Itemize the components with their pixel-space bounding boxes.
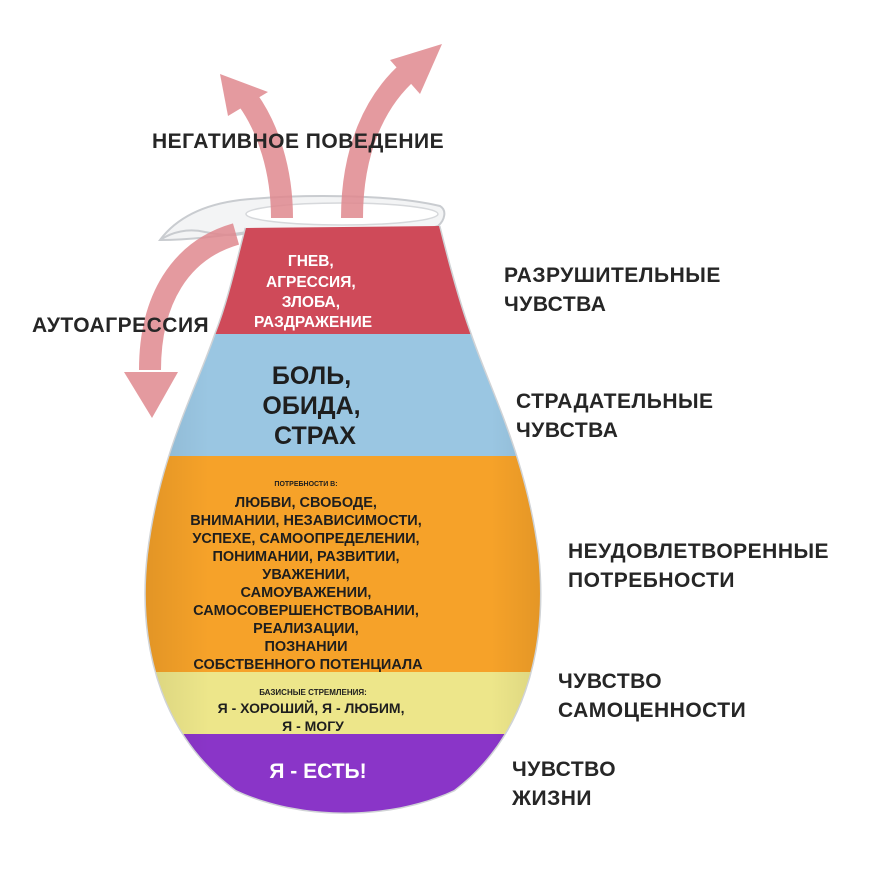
basic-title: БАЗИСНЫЕ СТРЕМЛЕНИЯ: (259, 688, 367, 697)
basic-line: Я - МОГУ (282, 718, 344, 734)
needs-line: САМОУВАЖЕНИИ, (241, 585, 372, 601)
pain-text: БОЛЬ, ОБИДА, СТРАХ (262, 362, 367, 450)
suffering-line: СТРАДАТЕЛЬНЫЕ (516, 390, 714, 413)
jug-spout (159, 229, 249, 241)
self-worth-line: САМОЦЕННОСТИ (558, 699, 746, 722)
needs-line: ЛЮБВИ, СВОБОДЕ, (235, 495, 377, 511)
needs-line: УСПЕХЕ, САМООПРЕДЕЛЕНИИ, (192, 531, 419, 547)
band-texts: ГНЕВ, АГРЕССИЯ, ЗЛОБА, РАЗДРАЖЕНИЕ БОЛЬ,… (190, 253, 426, 783)
needs-line: ВНИМАНИИ, НЕЗАВИСИМОСТИ, (190, 513, 422, 529)
anger-line: ГНЕВ, (288, 253, 334, 270)
life-label: ЧУВСТВО ЖИЗНИ (511, 758, 622, 810)
negative-behavior-label: НЕГАТИВНОЕ ПОВЕДЕНИЕ (152, 130, 444, 153)
destructive-line: РАЗРУШИТЕЛЬНЫЕ (504, 264, 721, 287)
needs-title: ПОТРЕБНОСТИ В: (274, 481, 337, 488)
self-worth-label: ЧУВСТВО САМОЦЕННОСТИ (558, 670, 746, 722)
arrow-up-right-icon (341, 61, 418, 219)
pain-line: БОЛЬ, (272, 362, 351, 390)
needs-line: ПОЗНАНИИ (264, 639, 347, 655)
anger-line: РАЗДРАЖЕНИЕ (254, 314, 372, 331)
basic-text: Я - ХОРОШИЙ, Я - ЛЮБИМ, Я - МОГУ (218, 699, 409, 734)
life-line: ЖИЗНИ (511, 787, 592, 810)
arrow-down-left-head (124, 372, 178, 418)
pain-line: ОБИДА, (262, 392, 360, 420)
destructive-label: РАЗРУШИТЕЛЬНЫЕ ЧУВСТВА (504, 264, 727, 316)
pain-line: СТРАХ (274, 422, 356, 450)
arrows (124, 44, 442, 418)
needs-line: РЕАЛИЗАЦИИ, (253, 621, 359, 637)
suffering-label: СТРАДАТЕЛЬНЫЕ ЧУВСТВА (516, 390, 720, 442)
suffering-line: ЧУВСТВА (516, 419, 618, 442)
anger-line: ЗЛОБА, (282, 294, 340, 311)
needs-line: ПОНИМАНИИ, РАЗВИТИИ, (212, 549, 399, 565)
needs-line: УВАЖЕНИИ, (262, 567, 349, 583)
needs-line: СОБСТВЕННОГО ПОТЕНЦИАЛА (193, 657, 423, 673)
unmet-needs-label: НЕУДОВЛЕТВОРЕННЫЕ ПОТРЕБНОСТИ (568, 540, 835, 592)
unmet-needs-line: НЕУДОВЛЕТВОРЕННЫЕ (568, 540, 829, 563)
existence-text: Я - ЕСТЬ! (269, 760, 366, 783)
arrow-up-left-head (220, 74, 268, 116)
arrow-down-left-icon (139, 223, 240, 371)
side-labels: НЕГАТИВНОЕ ПОВЕДЕНИЕ АУТОАГРЕССИЯ РАЗРУШ… (32, 130, 835, 810)
destructive-line: ЧУВСТВА (504, 293, 606, 316)
anger-line: АГРЕССИЯ, (266, 274, 356, 291)
arrow-up-right-head (390, 44, 442, 94)
needs-line: САМОСОВЕРШЕНСТВОВАНИИ, (193, 603, 419, 619)
arrow-up-left-icon (238, 93, 293, 219)
needs-text: ЛЮБВИ, СВОБОДЕ, ВНИМАНИИ, НЕЗАВИСИМОСТИ,… (190, 495, 426, 673)
basic-line: Я - ХОРОШИЙ, Я - ЛЮБИМ, (218, 699, 405, 716)
self-worth-line: ЧУВСТВО (558, 670, 662, 693)
autoaggression-label: АУТОАГРЕССИЯ (32, 314, 209, 337)
unmet-needs-line: ПОТРЕБНОСТИ (568, 569, 735, 592)
life-line: ЧУВСТВО (512, 758, 616, 781)
anger-text: ГНЕВ, АГРЕССИЯ, ЗЛОБА, РАЗДРАЖЕНИЕ (254, 253, 372, 331)
